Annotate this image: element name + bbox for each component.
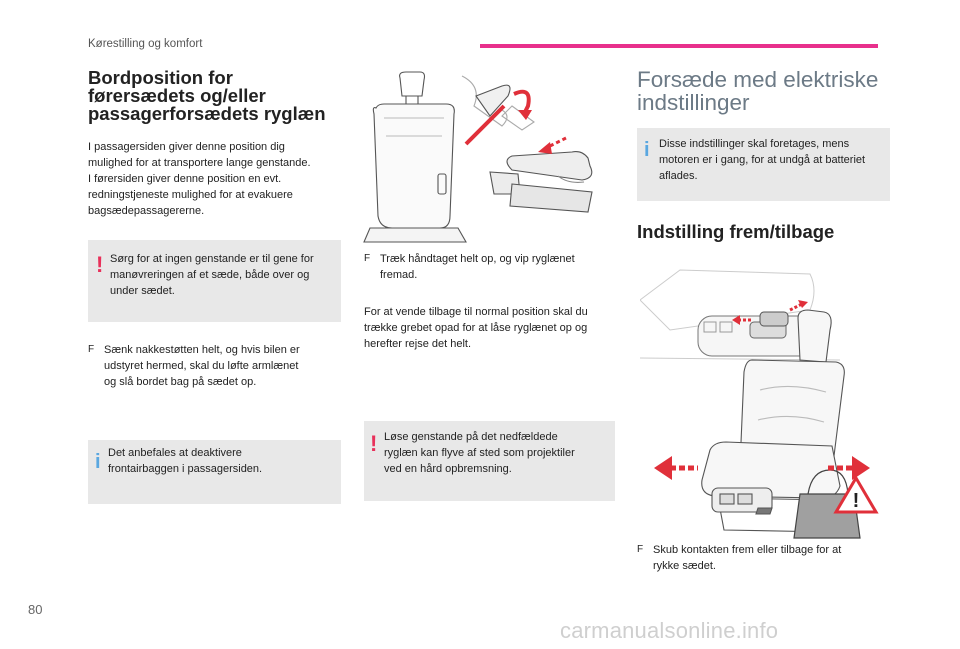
middle-warning-box: ! Løse genstande på det nedfældede ryglæ… — [364, 421, 615, 501]
left-step: F Sænk nakkestøtten helt, og hvis bilen … — [88, 342, 338, 392]
step-line: og slå bordet bag på sædet op. — [104, 376, 257, 388]
step-arrow-icon: F — [364, 253, 371, 264]
step-text: Sænk nakkestøtten helt, og hvis bilen er… — [104, 342, 300, 390]
step-line: fremad. — [380, 269, 418, 281]
left-intro: I passagersiden giver denne position dig… — [88, 139, 311, 219]
info-text: Det anbefales at deaktivere frontairbagg… — [108, 445, 262, 477]
info-icon: i — [644, 139, 650, 161]
right-info-box: i Disse indstillinger skal foretages, me… — [637, 128, 890, 201]
warning-icon: ! — [370, 431, 378, 456]
warning-line: manøvreringen af et sæde, både over og — [110, 269, 310, 281]
left-title-line: førersædets og/eller — [88, 85, 266, 106]
info-line: Disse indstillinger skal foretages, mens — [659, 138, 850, 150]
step-line: udstyret hermed, skal du løfte armlænet — [104, 360, 299, 372]
warning-text: Løse genstande på det nedfældede ryglæn … — [384, 429, 575, 477]
left-title-line: Bordposition for — [88, 67, 233, 88]
para-line: trække grebet opad for at låse ryglænet … — [364, 322, 588, 334]
intro-line: bagsædepassagererne. — [88, 205, 205, 217]
left-warning-box: ! Sørg for at ingen genstande er til gen… — [88, 240, 341, 322]
warning-line: under sædet. — [110, 285, 175, 297]
middle-step: F Træk håndtaget helt op, og vip ryglæne… — [364, 251, 614, 285]
intro-line: I førersiden giver denne position en evt… — [88, 173, 282, 185]
step-line: Sænk nakkestøtten helt, og hvis bilen er — [104, 344, 300, 356]
info-line: frontairbaggen i passagersiden. — [108, 463, 263, 475]
info-text: Disse indstillinger skal foretages, mens… — [659, 136, 865, 184]
warning-line: ryglæn kan flyve af sted som projektiler — [384, 447, 575, 459]
intro-line: mulighed for at transportere lange genst… — [88, 157, 311, 169]
para-line: For at vende tilbage til normal position… — [364, 306, 588, 318]
para-line: herefter rejse det helt. — [364, 338, 472, 350]
info-line: aflades. — [659, 170, 698, 182]
seat-fold-illustration — [363, 71, 593, 243]
right-title-line: Forsæde med elektriske — [637, 67, 879, 92]
step-text: Træk håndtaget helt op, og vip ryglænet … — [380, 251, 575, 283]
warning-text: Sørg for at ingen genstande er til gene … — [110, 251, 314, 299]
intro-line: redningstjeneste mulighed for at evakuer… — [88, 189, 293, 201]
step-line: rykke sædet. — [653, 560, 716, 572]
power-seat-illustration: ! — [640, 269, 879, 539]
right-title-line: indstillinger — [637, 90, 750, 115]
warning-icon: ! — [96, 252, 104, 277]
middle-paragraph: For at vende tilbage til normal position… — [364, 304, 588, 352]
right-title: Forsæde med elektriske indstillinger — [637, 68, 878, 114]
step-line: Skub kontakten frem eller tilbage for at — [653, 544, 842, 556]
step-line: Træk håndtaget helt op, og vip ryglænet — [380, 253, 575, 265]
warning-line: ved en hård opbremsning. — [384, 463, 512, 475]
step-arrow-icon: F — [88, 344, 95, 355]
accent-rule — [480, 44, 878, 48]
info-line: Det anbefales at deaktivere — [108, 447, 242, 459]
bag-warning-icon: ! — [853, 490, 860, 512]
section-label: Kørestilling og komfort — [88, 38, 203, 50]
left-title: Bordposition for førersædets og/eller pa… — [88, 67, 326, 124]
info-line: motoren er i gang, for at undgå at batte… — [659, 154, 866, 166]
step-arrow-icon: F — [637, 544, 644, 555]
info-icon: i — [95, 451, 101, 473]
watermark: carmanualsonline.info — [560, 618, 779, 643]
step-text: Skub kontakten frem eller tilbage for at… — [653, 542, 841, 574]
warning-line: Sørg for at ingen genstande er til gene … — [110, 253, 314, 265]
page-number: 80 — [28, 602, 43, 617]
right-step: F Skub kontakten frem eller tilbage for … — [637, 542, 887, 576]
left-info-box: i Det anbefales at deaktivere frontairba… — [88, 440, 341, 504]
intro-line: I passagersiden giver denne position dig — [88, 141, 285, 153]
right-subtitle: Indstilling frem/tilbage — [637, 221, 835, 242]
warning-line: Løse genstande på det nedfældede — [384, 431, 558, 443]
left-title-line: passagerforsædets ryglæn — [88, 103, 326, 124]
